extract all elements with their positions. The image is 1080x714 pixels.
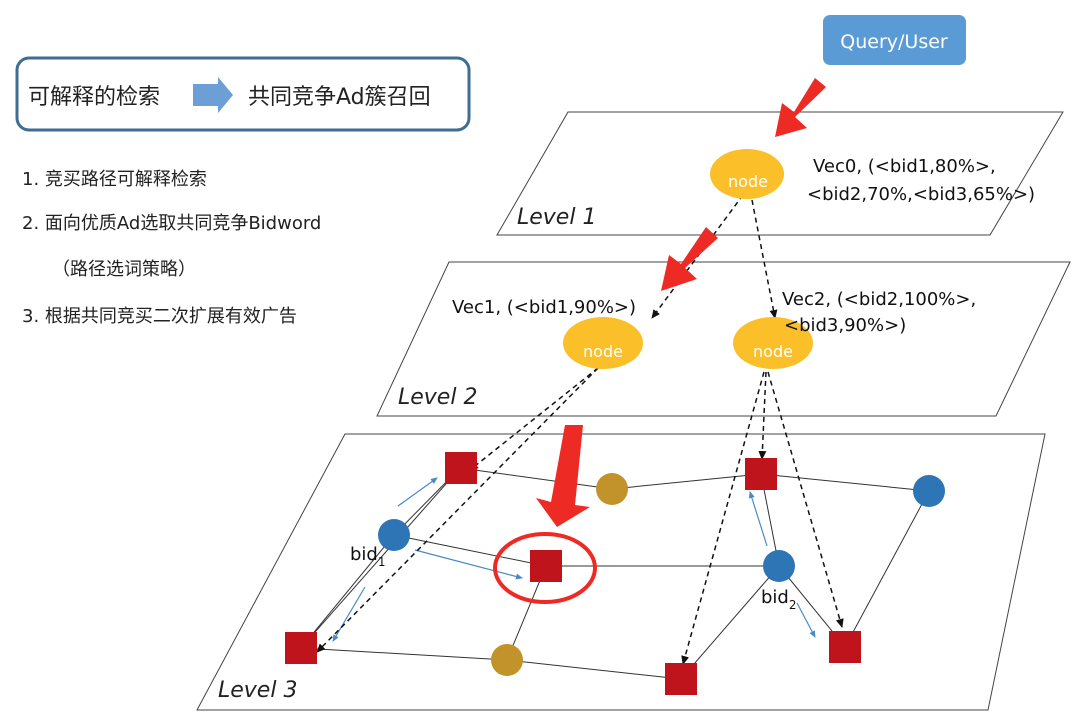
- vec2-line-1: Vec2, (<bid2,100%>,: [782, 289, 976, 310]
- step-2: 2. 面向优质Ad选取共同竞争Bidword: [22, 213, 321, 234]
- header-left-label: 可解释的检索: [28, 85, 160, 110]
- header-box: 可解释的检索 共同竞争Ad簇召回: [15, 56, 471, 132]
- query-user-label: Query/User: [840, 31, 948, 53]
- level-3-plane: [196, 433, 1046, 711]
- level-2-label: Level 2: [398, 385, 477, 410]
- red-arrow-query-icon: [775, 78, 826, 137]
- node-level-2-right: node: [733, 317, 813, 369]
- ad-square: [285, 632, 317, 664]
- level-3-label: Level 3: [218, 678, 297, 703]
- ad-square: [665, 663, 697, 695]
- gold-circle: [596, 473, 628, 505]
- node-level-2-left-label: node: [583, 342, 623, 361]
- ad-square: [445, 452, 477, 484]
- red-arrows: [536, 78, 826, 527]
- level-1-label: Level 1: [517, 205, 596, 230]
- step-1: 1. 竞买路径可解释检索: [22, 169, 207, 190]
- level-2-plane: [376, 261, 1071, 417]
- red-arrow-level3-icon: [536, 425, 590, 527]
- header-right-label: 共同竞争Ad簇召回: [248, 85, 431, 110]
- node-level-1-label: node: [728, 172, 768, 191]
- bid-circle: [378, 519, 410, 551]
- query-user-box: Query/User: [823, 15, 966, 65]
- red-arrow-level2-icon: [661, 227, 718, 291]
- highlight-ring: [493, 532, 597, 604]
- gold-circle: [491, 644, 523, 676]
- ad-square: [829, 631, 861, 663]
- node-level-1: node: [710, 149, 784, 199]
- header-frame: [15, 56, 471, 132]
- ad-squares: [285, 452, 861, 695]
- node-level-2-left: node: [563, 317, 643, 369]
- node-level-2-right-label: node: [753, 342, 793, 361]
- steps-list: 1. 竞买路径可解释检索 2. 面向优质Ad选取共同竞争Bidword （路径选…: [22, 169, 321, 327]
- vec0-line-1: Vec0, (<bid1,80%>,: [813, 156, 996, 177]
- vec2-line-2: <bid3,90%>): [784, 315, 906, 336]
- ad-square: [745, 458, 777, 490]
- ad-square: [530, 550, 562, 582]
- bid1-label: bid1: [350, 544, 386, 569]
- header-arrow-icon: [193, 77, 233, 113]
- step-3: 3. 根据共同竞买二次扩展有效广告: [22, 306, 297, 327]
- bid2-label: bid2: [761, 587, 797, 612]
- step-2-sub: （路径选词策略）: [52, 259, 196, 280]
- bid-circle: [763, 550, 795, 582]
- bid-circle: [913, 475, 945, 507]
- vec0-line-2: <bid2,70%,<bid3,65%>): [807, 184, 1035, 205]
- vec1-label: Vec1, (<bid1,90%>): [452, 297, 636, 318]
- blue-flow-arrows: [332, 477, 816, 642]
